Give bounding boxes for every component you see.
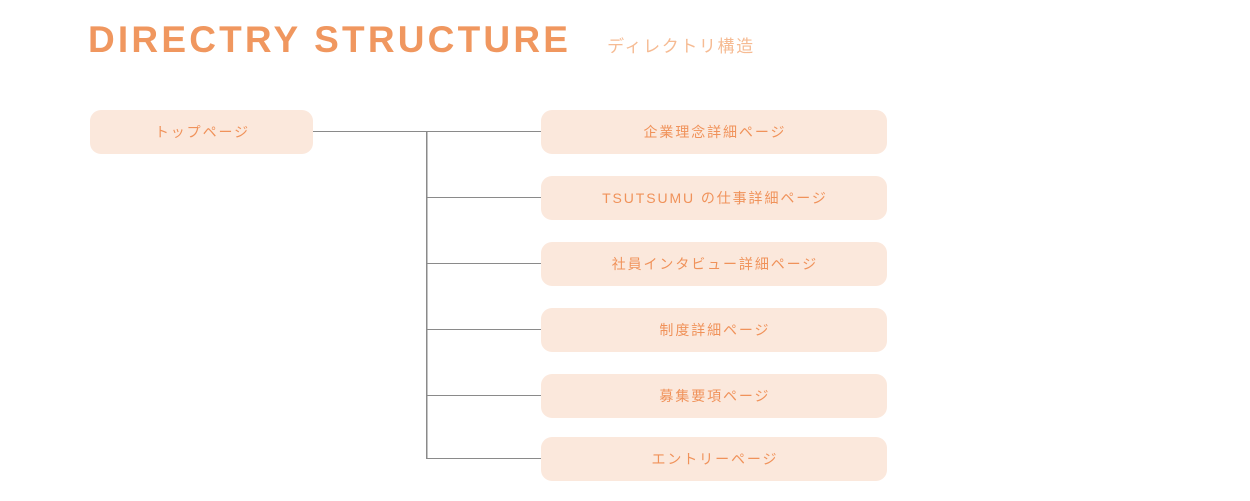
- node-corporate-philosophy-detail-page[interactable]: 企業理念詳細ページ: [541, 110, 887, 154]
- node-tsutsumu-work-detail-page[interactable]: TSUTSUMU の仕事詳細ページ: [541, 176, 887, 220]
- page-title: DIRECTRY STRUCTURE: [88, 19, 572, 60]
- node-label: 制度詳細ページ: [659, 322, 771, 338]
- node-label: 募集要項ページ: [659, 388, 771, 404]
- page-subtitle: ディレクトリ構造: [607, 37, 755, 56]
- node-label: 企業理念詳細ページ: [643, 124, 787, 140]
- node-recruitment-requirements-page[interactable]: 募集要項ページ: [541, 374, 887, 418]
- node-top-page[interactable]: トップページ: [90, 110, 313, 154]
- node-system-detail-page[interactable]: 制度詳細ページ: [541, 308, 887, 352]
- node-label: TSUTSUMU の仕事詳細ページ: [602, 190, 828, 206]
- node-label: エントリーページ: [651, 451, 779, 467]
- node-entry-page[interactable]: エントリーページ: [541, 437, 887, 481]
- node-label: 社員インタビュー詳細ページ: [611, 256, 819, 272]
- node-label: トップページ: [154, 124, 250, 140]
- page-header: DIRECTRY STRUCTURE ディレクトリ構造: [88, 18, 755, 62]
- node-employee-interview-detail-page[interactable]: 社員インタビュー詳細ページ: [541, 242, 887, 286]
